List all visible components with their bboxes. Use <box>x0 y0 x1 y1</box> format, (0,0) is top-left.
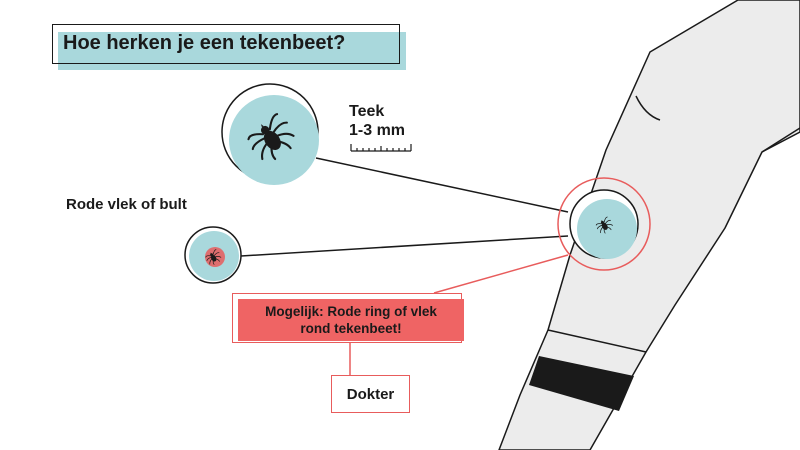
warning-connector <box>433 254 569 294</box>
warning-box: Mogelijk: Rode ring of vlek rond tekenbe… <box>238 299 464 341</box>
warning-line-1: Mogelijk: Rode ring of vlek <box>265 304 437 319</box>
connector-line <box>315 157 569 213</box>
bite-site <box>557 177 651 271</box>
title-box: Hoe herken je een tekenbeet? <box>52 24 400 64</box>
doctor-box: Dokter <box>331 375 410 413</box>
tick-size-label: 1-3 mm <box>349 122 406 139</box>
doctor-label: Dokter <box>346 385 395 403</box>
warning-line-2: rond tekenbeet! <box>300 321 402 336</box>
red-spot-label: Rode vlek of bult <box>66 196 187 213</box>
tick-label: Teek <box>349 103 385 120</box>
warning-text: Mogelijk: Rode ring of vlek rond tekenbe… <box>265 303 437 337</box>
red-spot-magnifier <box>184 226 242 284</box>
ruler-icon <box>350 144 412 152</box>
tick-magnifier <box>221 83 319 185</box>
page-title: Hoe herken je een tekenbeet? <box>63 32 346 54</box>
title-banner: Hoe herken je een tekenbeet? <box>52 24 408 70</box>
connector-line <box>240 235 569 257</box>
